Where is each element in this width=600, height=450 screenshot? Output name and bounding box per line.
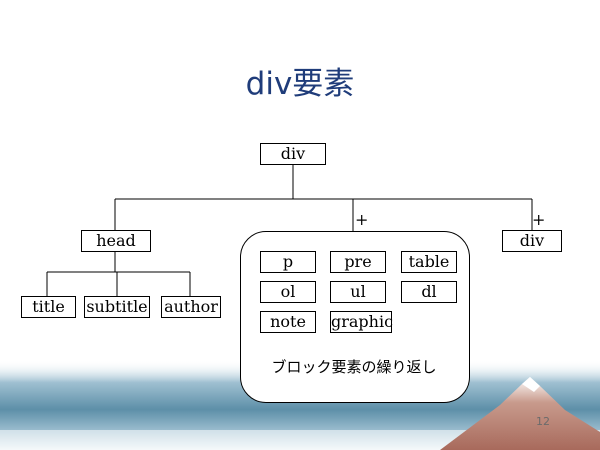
node-ul: ul (330, 281, 386, 303)
node-p: p (260, 251, 316, 273)
node-author: author (161, 296, 221, 318)
node-graphic: graphic (330, 311, 394, 333)
node-title: title (21, 296, 76, 318)
node-head: head (81, 230, 151, 252)
slide-title: div要素 (245, 66, 355, 102)
repeat-marker-div: + (532, 210, 546, 229)
page-number: 12 (536, 415, 550, 428)
node-root-div: div (260, 143, 326, 165)
node-dl: dl (401, 281, 457, 303)
node-ol: ol (260, 281, 316, 303)
node-pre: pre (330, 251, 386, 273)
node-table: table (401, 251, 457, 273)
repeat-marker-group: + (355, 210, 369, 229)
node-right-div: div (502, 230, 562, 252)
node-note: note (260, 311, 316, 333)
group-caption: ブロック要素の繰り返し (271, 358, 437, 376)
mountain-shape (440, 377, 600, 450)
node-subtitle: subtitle (84, 296, 150, 318)
